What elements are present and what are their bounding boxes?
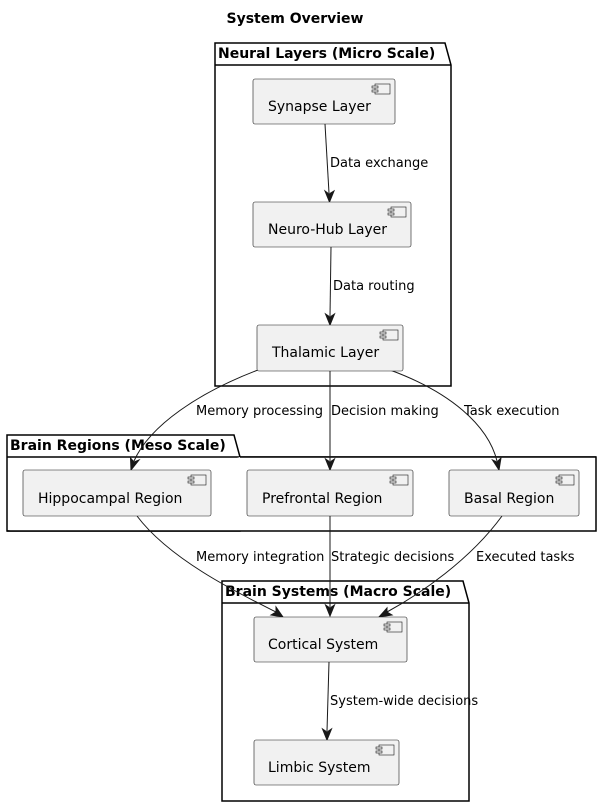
diagram-title: System Overview <box>227 11 364 27</box>
component-icon <box>187 474 207 486</box>
edge-label-task-execution: Task execution <box>463 404 560 419</box>
edge-neurohub-to-thalamic: Data routing <box>324 246 415 327</box>
package-micro-scale-title: Neural Layers (Micro Scale) <box>218 46 435 62</box>
component-label: Basal Region <box>464 491 554 507</box>
edge-synapse-to-neurohub: Data exchange <box>323 123 428 204</box>
edge-thalamic-to-basal: Task execution <box>389 369 560 472</box>
component-icon <box>371 83 391 95</box>
component-label: Prefrontal Region <box>262 491 382 507</box>
edges: Data exchange Data routing Memory proces… <box>129 123 575 742</box>
component-icon <box>555 474 575 486</box>
component-label: Thalamic Layer <box>271 345 379 361</box>
edge-cortical-to-limbic: System-wide decisions <box>321 661 478 742</box>
component-label: Cortical System <box>268 637 378 653</box>
edge-label-data-exchange: Data exchange <box>330 156 428 171</box>
edge-label-decision-making: Decision making <box>331 404 439 419</box>
component-icon <box>387 206 407 218</box>
component-label: Neuro-Hub Layer <box>268 222 387 238</box>
edge-thalamic-to-prefrontal: Decision making <box>324 371 439 472</box>
component-label: Hippocampal Region <box>38 491 182 507</box>
component-icon <box>389 474 409 486</box>
component-label: Limbic System <box>268 760 370 776</box>
edge-label-executed-tasks: Executed tasks <box>476 550 575 565</box>
edge-thalamic-to-hippocampal: Memory processing <box>129 369 323 472</box>
edge-prefrontal-to-cortical: Strategic decisions <box>324 516 454 618</box>
component-synapse-layer[interactable]: Synapse Layer <box>252 78 396 125</box>
component-thalamic-layer[interactable]: Thalamic Layer <box>256 324 404 372</box>
edge-label-system-wide-decisions: System-wide decisions <box>330 694 478 709</box>
component-limbic-system[interactable]: Limbic System <box>253 739 400 786</box>
component-basal-region[interactable]: Basal Region <box>448 469 580 517</box>
edge-label-memory-processing: Memory processing <box>196 404 323 419</box>
component-cortical-system[interactable]: Cortical System <box>253 616 408 663</box>
edge-label-memory-integration: Memory integration <box>196 550 324 565</box>
component-icon <box>375 744 395 756</box>
component-neuro-hub-layer[interactable]: Neuro-Hub Layer <box>252 201 412 248</box>
component-hippocampal-region[interactable]: Hippocampal Region <box>22 469 212 517</box>
component-label: Synapse Layer <box>268 99 371 115</box>
component-prefrontal-region[interactable]: Prefrontal Region <box>246 469 414 517</box>
edge-hippocampal-to-cortical: Memory integration <box>136 515 324 618</box>
package-macro-scale-title: Brain Systems (Macro Scale) <box>225 584 451 600</box>
package-meso-scale-title: Brain Regions (Meso Scale) <box>10 438 226 454</box>
component-icon <box>383 621 403 633</box>
edge-basal-to-cortical: Executed tasks <box>377 515 575 618</box>
component-icon <box>379 329 399 341</box>
edge-label-data-routing: Data routing <box>333 279 415 294</box>
edge-label-strategic-decisions: Strategic decisions <box>331 550 454 565</box>
